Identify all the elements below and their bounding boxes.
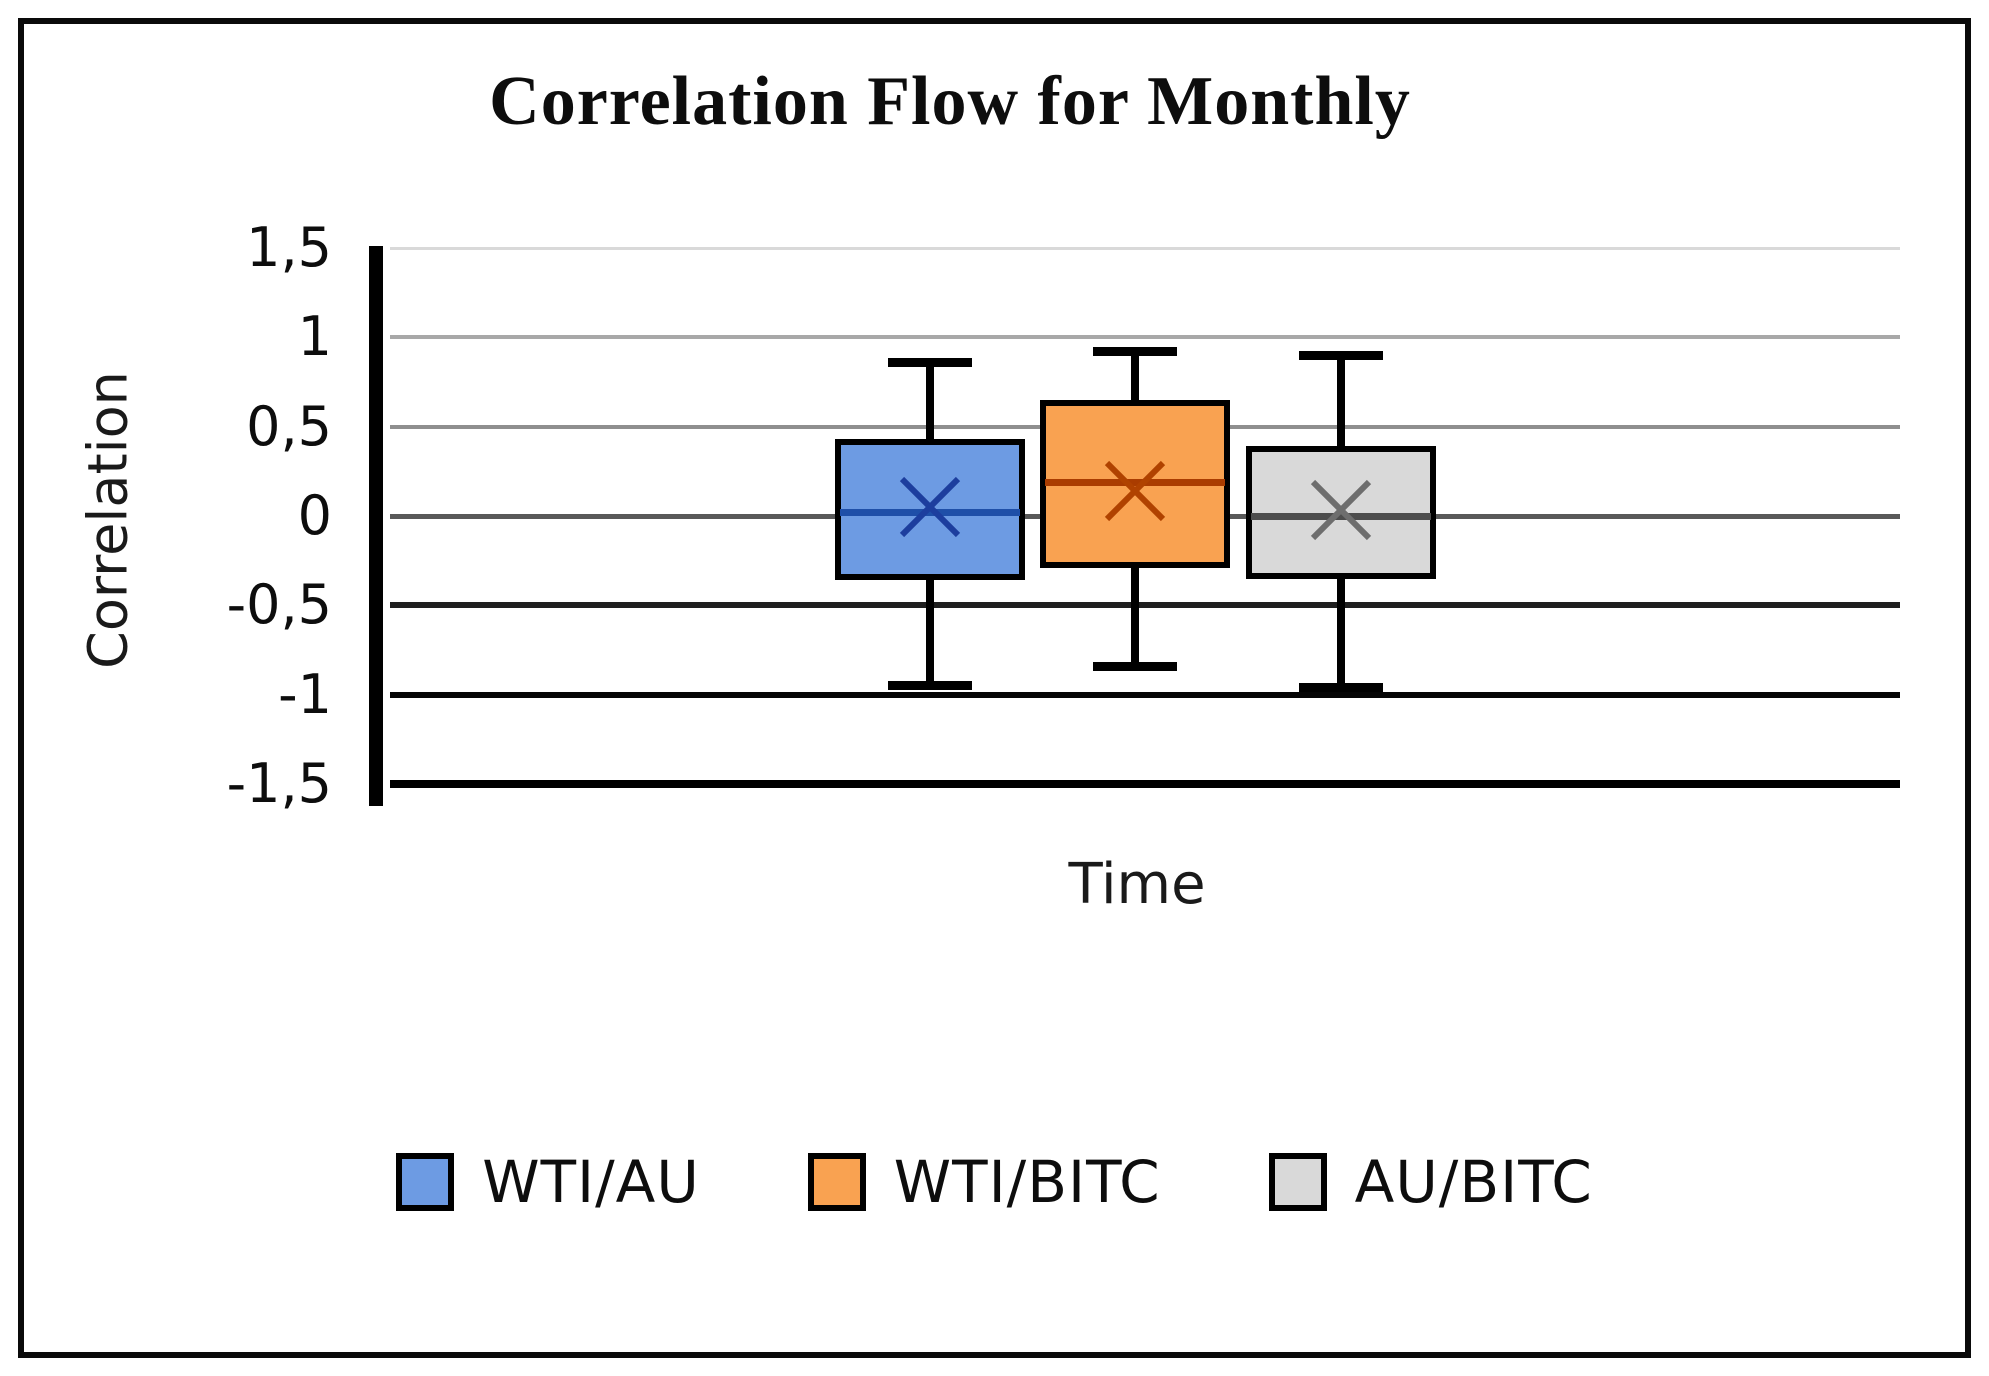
legend-swatch-icon — [396, 1153, 455, 1211]
y-tick-label: 1 — [297, 305, 332, 369]
lower-whisker — [1337, 578, 1345, 688]
legend-label: AU/BITC — [1354, 1148, 1593, 1216]
y-tick-label: -0,5 — [226, 573, 332, 637]
legend-swatch-icon — [1268, 1153, 1327, 1211]
legend-item: WTI/AU — [396, 1148, 700, 1216]
y-tick-label: 0,5 — [246, 394, 332, 458]
lower-whisker-cap — [1299, 683, 1383, 693]
upper-whisker-cap — [1299, 350, 1383, 360]
lower-whisker-cap — [888, 681, 972, 691]
gridline — [390, 246, 1900, 250]
legend-item: WTI/BITC — [807, 1148, 1161, 1216]
gridline — [390, 780, 1900, 788]
upper-whisker-cap — [1093, 347, 1177, 357]
y-tick-label: -1,5 — [226, 752, 332, 815]
mean-marker — [1305, 474, 1377, 550]
y-tick-label: 1,5 — [246, 216, 332, 279]
gridline — [390, 602, 1900, 609]
upper-whisker — [926, 362, 934, 440]
y-tick-label: 0 — [297, 484, 332, 547]
lower-whisker — [926, 580, 934, 686]
gridline — [390, 335, 1900, 340]
legend-label: WTI/BITC — [893, 1148, 1161, 1216]
upper-whisker — [1337, 355, 1345, 447]
mean-marker — [894, 471, 966, 547]
median-line — [840, 508, 1020, 516]
mean-marker — [1099, 455, 1171, 531]
y-axis-spine — [369, 246, 383, 806]
figure-border — [18, 18, 1971, 1358]
median-line — [1045, 478, 1225, 486]
y-tick-label: -1 — [278, 662, 332, 726]
legend-item: AU/BITC — [1268, 1148, 1593, 1216]
upper-whisker — [1131, 351, 1139, 400]
x-axis-title: Time — [1068, 852, 1206, 917]
legend: WTI/AU WTI/BITC AU/BITC — [0, 1148, 1989, 1216]
median-line — [1251, 512, 1431, 520]
y-axis-title: Correlation — [76, 371, 140, 669]
legend-swatch-icon — [807, 1153, 866, 1211]
upper-whisker-cap — [888, 357, 972, 367]
gridline — [390, 691, 1900, 698]
lower-whisker — [1131, 567, 1139, 667]
lower-whisker-cap — [1093, 661, 1177, 671]
chart-title: Correlation Flow for Monthly — [489, 63, 1411, 140]
legend-label: WTI/AU — [482, 1148, 700, 1216]
